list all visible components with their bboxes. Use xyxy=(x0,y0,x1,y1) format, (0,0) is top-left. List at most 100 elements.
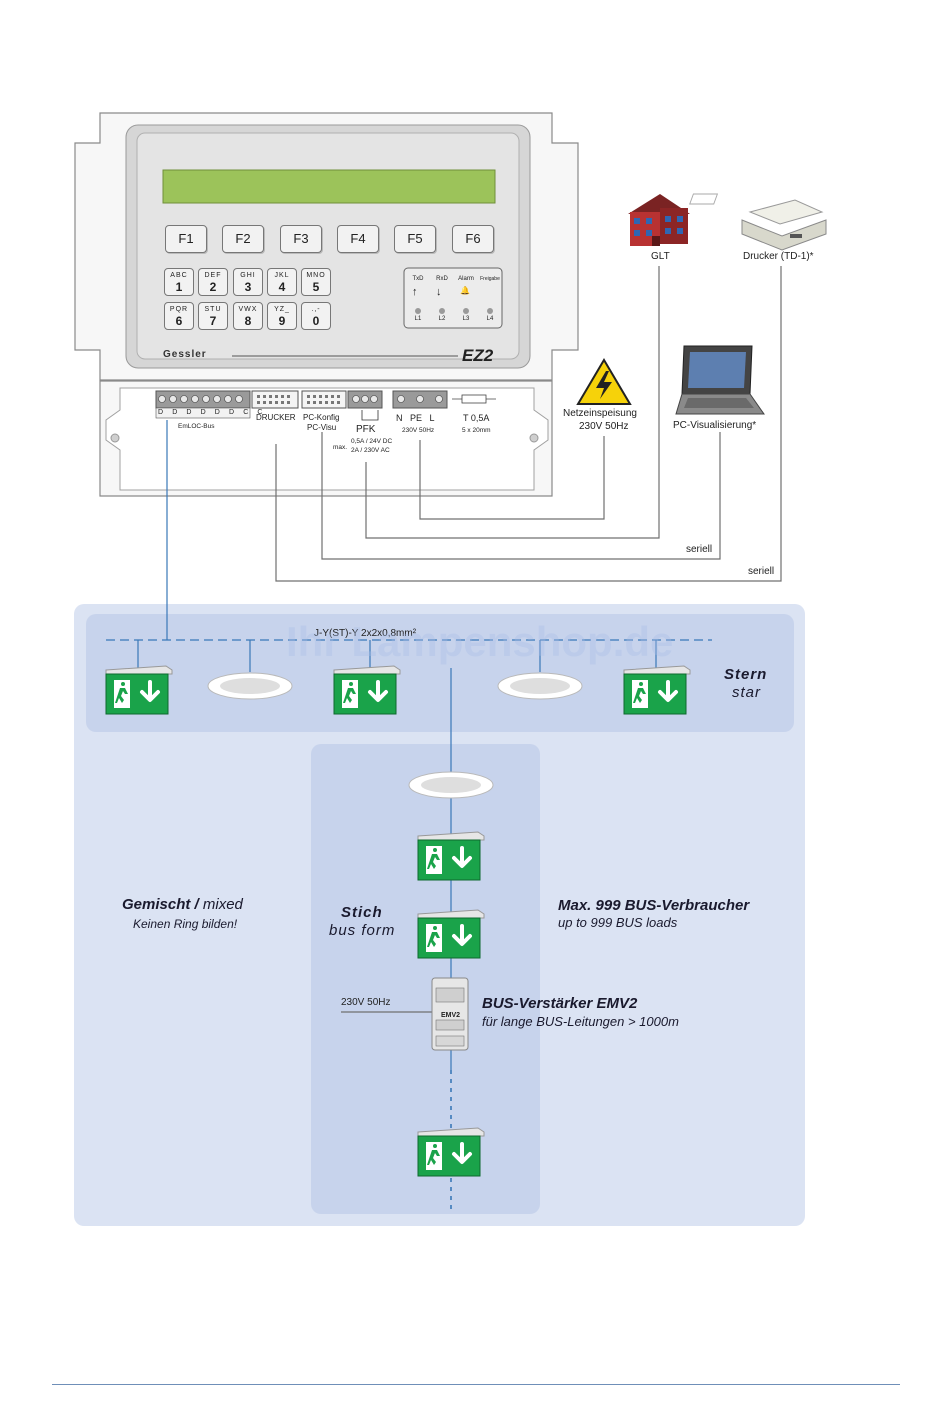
num-key-letters: STU xyxy=(204,306,222,313)
num-key-letters: PQR xyxy=(169,306,189,313)
amplifier-subtitle: für lange BUS-Leitungen > 1000m xyxy=(482,1014,679,1029)
bus-terminal-label: EmLOC-Bus xyxy=(178,423,215,430)
status-led-icon xyxy=(439,308,445,314)
exit-sign-5 xyxy=(417,909,485,959)
num-key-digit: 1 xyxy=(175,280,183,294)
num-key-letters: MNO xyxy=(306,272,326,279)
building-icon xyxy=(628,194,690,246)
star-subtitle: star xyxy=(732,684,762,701)
num-key-letters: YZ_ xyxy=(274,306,290,313)
pc-visu-port-label: PC-Visu xyxy=(307,423,337,432)
pc-konfig-port-label: PC-Konfig xyxy=(303,413,340,422)
function-key-4[interactable]: F4 xyxy=(337,225,379,253)
function-key-5[interactable]: F5 xyxy=(394,225,436,253)
num-key-digit: 0 xyxy=(312,314,320,328)
arrow-up-icon: ↑ xyxy=(412,286,418,298)
num-key-letters: .,- xyxy=(311,306,321,313)
brand-logo: Gessler xyxy=(163,349,207,360)
exit-sign-2 xyxy=(333,665,401,715)
stub-title: Stich xyxy=(341,904,383,921)
num-key-digit: 3 xyxy=(244,280,252,294)
num-key-letters: GHI xyxy=(240,272,256,279)
amplifier-title: BUS-Verstärker EMV2 xyxy=(482,995,638,1012)
arrow-down-icon: ↓ xyxy=(436,286,442,298)
num-key-digit: 9 xyxy=(278,314,286,328)
serial-label-pc: seriell xyxy=(686,544,713,555)
bus-pin-labels: D D D D D D C C xyxy=(158,409,267,416)
exit-sign-6 xyxy=(417,1127,485,1177)
mixed-title-de: Gemischt / xyxy=(122,896,199,913)
function-key-3[interactable]: F3 xyxy=(280,225,322,253)
num-key-letters: VWX xyxy=(238,306,258,313)
cable-spec: J-Y(ST)-Y 2x2x0,8mm² xyxy=(312,628,419,639)
max-loads-subtitle: up to 999 BUS loads xyxy=(558,915,678,930)
stub-subtitle: bus form xyxy=(329,922,396,939)
mains-label: Netzeinspeisung xyxy=(563,408,637,419)
function-key-2[interactable]: F2 xyxy=(222,225,264,253)
num-key-0[interactable]: .,-0 xyxy=(301,302,331,330)
exit-sign-4 xyxy=(417,831,485,881)
laptop-icon xyxy=(675,345,765,415)
led-label-3: Alarm xyxy=(458,276,474,282)
star-title: Stern xyxy=(724,666,768,683)
num-key-digit: 2 xyxy=(209,280,217,294)
num-key-digit: 4 xyxy=(278,280,286,294)
model-name: EZ2 xyxy=(462,346,494,365)
num-key-digit: 5 xyxy=(312,280,320,294)
led-id-4: L4 xyxy=(486,316,494,322)
num-key-digit: 6 xyxy=(175,314,183,328)
status-led-icon xyxy=(487,308,493,314)
high-voltage-icon xyxy=(576,358,632,405)
fuse-size: 5 x 20mm xyxy=(462,427,491,434)
brand-name: Gessler xyxy=(163,349,207,360)
printer-label: Drucker (TD-1)* xyxy=(743,251,814,262)
num-key-9[interactable]: YZ_9 xyxy=(267,302,297,330)
mixed-title-en: mixed xyxy=(202,896,243,913)
function-key-1[interactable]: F1 xyxy=(165,225,207,253)
led-label-2: RxD xyxy=(436,276,448,282)
drucker-port-label: DRUCKER xyxy=(256,413,296,422)
mixed-title: Gemischt / mixed xyxy=(122,896,243,913)
num-key-digit: 8 xyxy=(244,314,252,328)
num-key-letters: DEF xyxy=(204,272,222,279)
amplifier-feed-label: 230V 50Hz xyxy=(341,997,391,1008)
glt-label: GLT xyxy=(651,251,670,262)
status-led-icon xyxy=(463,308,469,314)
pfk-label: PFK xyxy=(356,424,376,435)
led-id-2: L2 xyxy=(438,316,446,322)
pc-visu-label: PC-Visualisierung* xyxy=(673,420,757,431)
mains-rating: 230V 50Hz xyxy=(579,421,629,432)
serial-label-printer: seriell xyxy=(748,566,775,577)
power-rating: 230V 50Hz xyxy=(402,427,435,434)
led-id-3: L3 xyxy=(462,316,470,322)
led-id-1: L1 xyxy=(414,316,422,322)
num-key-letters: ABC xyxy=(170,272,188,279)
num-key-digit: 7 xyxy=(209,314,217,328)
mixed-note: Keinen Ring bilden! xyxy=(133,917,238,931)
exit-sign-3 xyxy=(623,665,691,715)
led-label-1: TxD xyxy=(412,276,424,282)
status-led-icon xyxy=(415,308,421,314)
amplifier-label: EMV2 xyxy=(441,1012,460,1019)
led-label-4: Freigabe xyxy=(480,276,500,282)
function-key-6[interactable]: F6 xyxy=(452,225,494,253)
num-key-letters: JKL xyxy=(274,272,290,279)
downlight-3 xyxy=(408,771,494,799)
footer-rule xyxy=(52,1384,900,1385)
printer-icon xyxy=(689,193,827,251)
max-loads-title: Max. 999 BUS-Verbraucher xyxy=(558,897,750,914)
power-terminal-labels: N PE L xyxy=(396,413,435,423)
exit-sign-1 xyxy=(105,665,173,715)
downlight-1 xyxy=(207,672,293,700)
